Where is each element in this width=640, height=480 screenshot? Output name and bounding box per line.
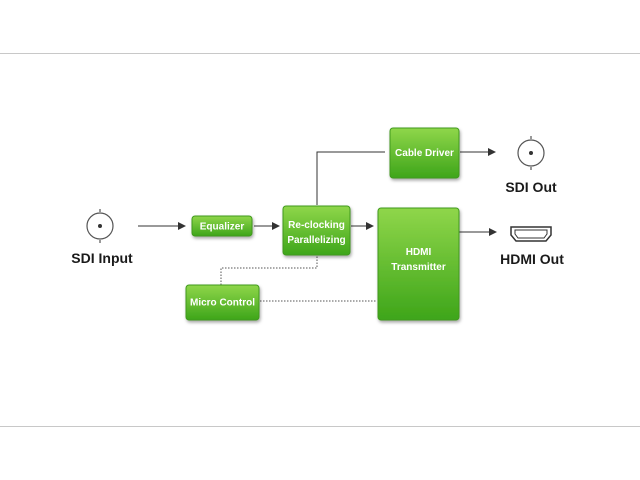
hdmi-connector-icon bbox=[510, 226, 552, 242]
reclocking-parallelizing-block: Re-clocking Parallelizing bbox=[282, 205, 351, 256]
wire-reclocking-to-cable-driver bbox=[316, 151, 385, 205]
bnc-connector-icon bbox=[86, 209, 114, 243]
cable-driver-block: Cable Driver bbox=[389, 127, 460, 179]
reclocking-label-line2: Parallelizing bbox=[287, 235, 345, 246]
reclocking-label-line1: Re-clocking bbox=[288, 220, 345, 231]
hdmi-transmitter-label-line2: Transmitter bbox=[391, 262, 446, 273]
top-divider bbox=[0, 53, 640, 54]
hdmi-transmitter-label-line1: HDMI bbox=[406, 247, 432, 258]
cable-driver-label: Cable Driver bbox=[395, 148, 454, 159]
dotted-link-micro-control-to-reclocking bbox=[220, 256, 318, 285]
equalizer-label: Equalizer bbox=[200, 222, 245, 233]
bottom-divider bbox=[0, 426, 640, 427]
sdi-input-label: SDI Input bbox=[71, 250, 133, 266]
equalizer-block: Equalizer bbox=[191, 215, 253, 237]
sdi-out-label: SDI Out bbox=[505, 179, 557, 195]
micro-control-block: Micro Control bbox=[185, 284, 260, 321]
hdmi-transmitter-block: HDMI Transmitter bbox=[377, 207, 460, 321]
hdmi-out-label: HDMI Out bbox=[500, 251, 564, 267]
bnc-connector-icon bbox=[517, 136, 545, 170]
micro-control-label: Micro Control bbox=[190, 298, 255, 309]
